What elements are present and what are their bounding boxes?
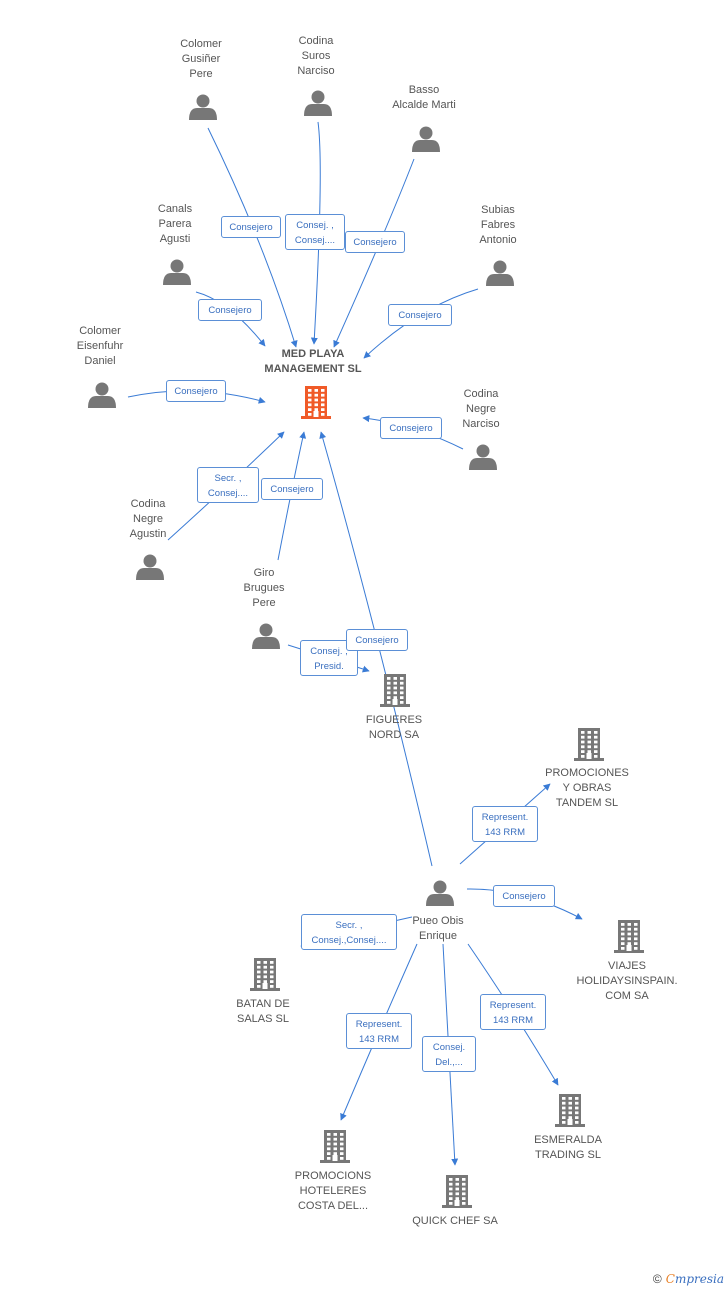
- relation-label-giro-to-figueres[interactable]: Consej. , Presid.: [300, 640, 358, 676]
- relation-label-pueo-to-quickchef[interactable]: Consej. Del.,...: [422, 1036, 476, 1072]
- node-label-negre_a[interactable]: Codina Negre Agustin: [129, 498, 167, 540]
- node-label-basso[interactable]: Basso Alcalde Marti: [392, 84, 456, 111]
- empresia-logo: ©Cmpresia: [652, 1272, 724, 1286]
- person-icon-negre_n[interactable]: [469, 444, 497, 471]
- node-label-promo_tandem[interactable]: PROMOCIONES Y OBRAS TANDEM SL: [545, 767, 629, 809]
- relation-label-colomer_g-to-med[interactable]: Consejero: [221, 216, 281, 238]
- relation-label-eisenfuhr-to-med[interactable]: Consejero: [166, 380, 226, 402]
- person-icon-pueo[interactable]: [426, 880, 454, 907]
- person-icon-negre_a[interactable]: [136, 554, 164, 581]
- edge-colomer_g-to-med: [207, 127, 298, 348]
- node-label-hoteleres[interactable]: PROMOCIONS HOTELERES COSTA DEL...: [294, 1170, 372, 1212]
- person-icon-suros[interactable]: [304, 90, 332, 117]
- node-label-suros[interactable]: Codina Suros Narciso: [297, 35, 335, 77]
- person-icon-canals[interactable]: [163, 259, 191, 286]
- relation-label-pueo-to-esmeralda[interactable]: Represent. 143 RRM: [480, 994, 546, 1030]
- person-icon-basso[interactable]: [412, 126, 440, 153]
- node-label-batan[interactable]: BATAN DE SALAS SL: [236, 998, 290, 1025]
- relation-label-canals-to-med[interactable]: Consejero: [198, 299, 262, 321]
- relation-label-pueo-to-viajes[interactable]: Consejero: [493, 885, 555, 907]
- node-label-colomer_g[interactable]: Colomer Gusiñer Pere: [180, 38, 222, 80]
- node-label-pueo[interactable]: Pueo Obis Enrique: [412, 915, 464, 942]
- relation-label-pueo-to-batan[interactable]: Secr. , Consej.,Consej....: [301, 914, 397, 950]
- relation-label-pueo-to-hoteleres[interactable]: Represent. 143 RRM: [346, 1013, 412, 1049]
- person-icon-giro[interactable]: [252, 623, 280, 650]
- person-icon-subias[interactable]: [486, 260, 514, 287]
- node-label-eisenfuhr[interactable]: Colomer Eisenfuhr Daniel: [76, 325, 124, 367]
- company-icon-viajes[interactable]: [614, 920, 644, 953]
- company-icon-figueres[interactable]: [380, 674, 410, 707]
- company-icon-hoteleres[interactable]: [320, 1130, 350, 1163]
- relation-label-subias-to-med[interactable]: Consejero: [388, 304, 452, 326]
- node-label-med[interactable]: MED PLAYA MANAGEMENT SL: [264, 348, 362, 375]
- relation-label-pueo-to-med[interactable]: Consejero: [346, 629, 408, 651]
- company-icon-esmeralda[interactable]: [555, 1094, 585, 1127]
- relation-label-basso-to-med[interactable]: Consejero: [345, 231, 405, 253]
- company-icon-quickchef[interactable]: [442, 1175, 472, 1208]
- node-label-subias[interactable]: Subias Fabres Antonio: [479, 204, 517, 246]
- relation-label-suros-to-med[interactable]: Consej. , Consej....: [285, 214, 345, 250]
- relation-label-negre_n-to-med[interactable]: Consejero: [380, 417, 442, 439]
- relation-label-negre_a-to-med[interactable]: Secr. , Consej....: [197, 467, 259, 503]
- node-label-negre_n[interactable]: Codina Negre Narciso: [462, 388, 500, 430]
- edge-suros-to-med: [310, 121, 321, 345]
- person-icon-colomer_g[interactable]: [189, 94, 217, 121]
- person-icon-eisenfuhr[interactable]: [88, 382, 116, 409]
- node-label-canals[interactable]: Canals Parera Agusti: [157, 203, 193, 245]
- node-label-quickchef[interactable]: QUICK CHEF SA: [412, 1215, 498, 1227]
- company-icon-batan[interactable]: [250, 958, 280, 991]
- company-icon-med[interactable]: [301, 386, 331, 419]
- company-icon-promo_tandem[interactable]: [574, 728, 604, 761]
- relation-label-giro-to-med[interactable]: Consejero: [261, 478, 323, 500]
- node-label-viajes[interactable]: VIAJES HOLIDAYSINSPAIN. COM SA: [576, 960, 678, 1002]
- relation-label-pueo-to-promo_tandem[interactable]: Represent. 143 RRM: [472, 806, 538, 842]
- node-label-figueres[interactable]: FIGUERES NORD SA: [365, 714, 423, 741]
- node-label-giro[interactable]: Giro Brugues Pere: [243, 567, 285, 609]
- node-label-esmeralda[interactable]: ESMERALDA TRADING SL: [534, 1134, 602, 1161]
